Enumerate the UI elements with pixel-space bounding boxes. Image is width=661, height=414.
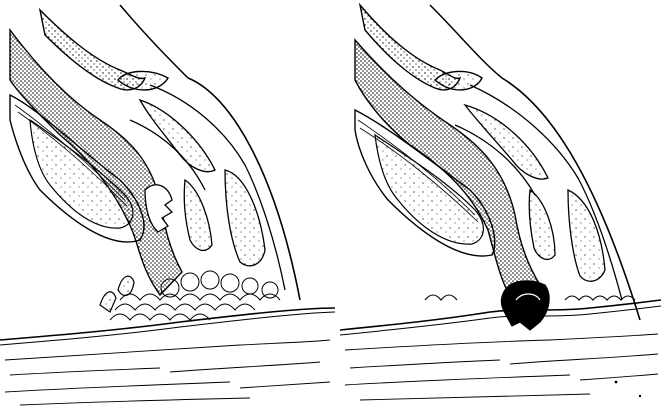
striated-tissue — [5, 340, 330, 405]
speck-dot — [639, 395, 641, 397]
chamber-outline-right — [225, 170, 265, 266]
chamber-outline-right — [568, 190, 605, 281]
dark-base-lesion — [501, 281, 549, 330]
rosette-cluster — [110, 271, 280, 320]
left-panel-illustration — [0, 0, 340, 414]
tooth-projections-left — [100, 276, 134, 312]
outer-membrane-line — [430, 5, 502, 78]
right-panel-svg — [340, 0, 661, 414]
right-panel-illustration — [340, 0, 661, 414]
left-panel-svg — [0, 0, 340, 414]
chamber-outline-middle — [529, 190, 555, 259]
surface-line — [0, 308, 335, 340]
surface-line — [340, 300, 661, 330]
speck-dot — [615, 381, 618, 384]
striated-tissue — [345, 334, 658, 400]
chamber-outline-middle — [184, 180, 212, 250]
chamber-outline-upper — [140, 100, 215, 172]
outer-membrane-line — [120, 5, 188, 78]
